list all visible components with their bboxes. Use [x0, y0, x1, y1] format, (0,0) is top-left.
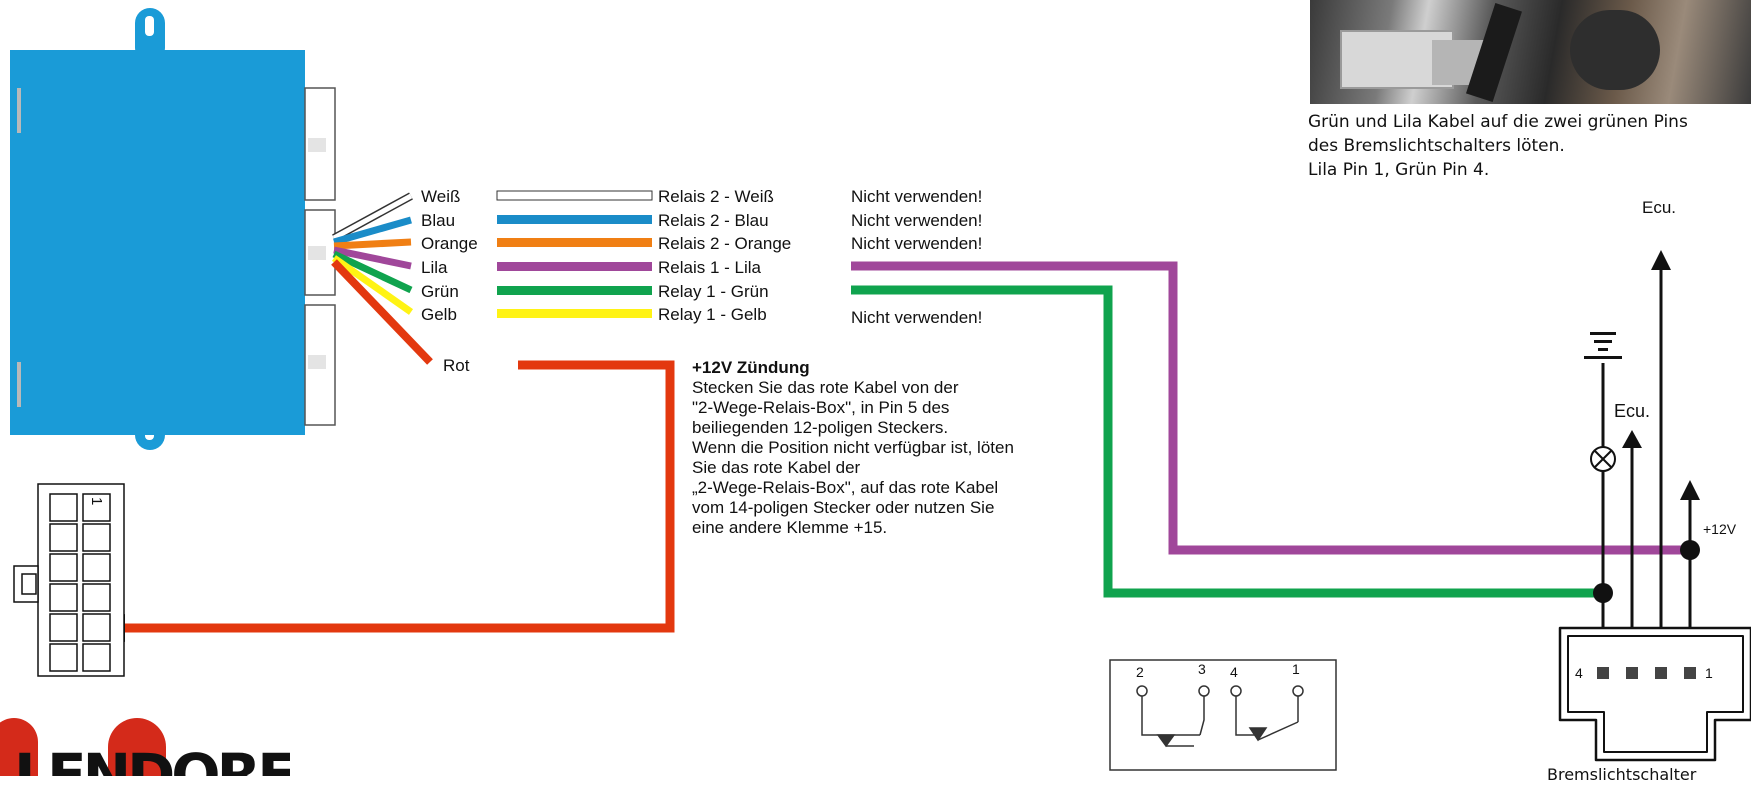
lendorf-logo: LENDORF — [0, 718, 290, 776]
wire-fan-yellow — [331, 255, 414, 315]
warning-orange: Nicht verwenden! — [851, 234, 983, 253]
brake-switch-photo — [1310, 0, 1751, 104]
brake-pin-left-label: 4 — [1575, 665, 1583, 681]
relay-label-blue: Relais 2 - Blau — [658, 211, 769, 230]
photo-caption-line1: Grün und Lila Kabel auf die zwei grünen … — [1308, 112, 1688, 132]
wire-label-yellow: Gelb — [421, 305, 457, 324]
bar-blue — [497, 215, 652, 224]
ignition-note-body: Stecken Sie das rote Kabel von der "2-We… — [692, 378, 1014, 537]
wire-fan-red — [331, 259, 433, 365]
wire-label-green: Grün — [421, 282, 459, 301]
warning-blue: Nicht verwenden! — [851, 211, 983, 230]
wire-red-route — [118, 360, 675, 633]
wire-fan-purple — [333, 246, 412, 270]
relay-box — [10, 8, 336, 450]
brake-switch-label: Bremslichtschalter — [1547, 765, 1697, 784]
relay-label-green: Relay 1 - Grün — [658, 282, 769, 301]
wire-label-orange: Orange — [421, 234, 478, 253]
switch-pin-2: 2 — [1136, 664, 1144, 680]
wire-fan — [331, 192, 433, 365]
wire-green-route — [851, 285, 1603, 598]
bar-orange — [497, 238, 652, 247]
brake-switch-schematic — [1558, 250, 1751, 762]
wire-fan-blue — [333, 216, 412, 246]
wire-label-red: Rot — [443, 356, 470, 375]
relay-label-orange: Relais 2 - Orange — [658, 234, 792, 253]
warning-yellow: Nicht verwenden! — [851, 308, 983, 327]
plus12v-label: +12V — [1703, 521, 1737, 537]
bar-purple — [497, 262, 652, 271]
wire-fan-green — [332, 250, 413, 294]
switch-pin-1: 1 — [1292, 661, 1300, 677]
ignition-note: +12V Zündung Stecken Sie das rote Kabel … — [692, 358, 1122, 538]
relay-label-white: Relais 2 - Weiß — [658, 187, 774, 206]
switch-schematic — [1109, 659, 1337, 771]
ecu-mid-label: Ecu. — [1614, 401, 1651, 421]
wire-label-purple: Lila — [421, 258, 448, 277]
wire-fan-orange — [333, 238, 412, 250]
switch-pin-4: 4 — [1230, 664, 1238, 680]
switch-pin-3: 3 — [1198, 661, 1206, 677]
wire-label-white: Weiß — [421, 187, 461, 206]
ecu-top-label: Ecu. — [1642, 198, 1677, 217]
photo-caption-line3: Lila Pin 1, Grün Pin 4. — [1308, 160, 1490, 180]
photo-caption-line2: des Bremslichtschalters löten. — [1308, 136, 1565, 156]
wire-bars — [496, 190, 653, 318]
bar-green — [497, 286, 652, 295]
ignition-note-title: +12V Zündung — [692, 358, 810, 377]
warning-white: Nicht verwenden! — [851, 187, 983, 206]
connector-pin1-label: 1 — [88, 497, 105, 506]
brake-pin-right-label: 1 — [1705, 665, 1713, 681]
relay-label-purple: Relais 1 - Lila — [658, 258, 761, 277]
logo-text: LENDORF — [14, 741, 290, 776]
connector-12pin — [13, 483, 125, 677]
wire-purple-route — [851, 261, 1690, 555]
bar-yellow — [497, 309, 652, 318]
wire-label-blue: Blau — [421, 211, 456, 230]
bar-white — [496, 190, 653, 201]
relay-label-yellow: Relay 1 - Gelb — [658, 305, 767, 324]
